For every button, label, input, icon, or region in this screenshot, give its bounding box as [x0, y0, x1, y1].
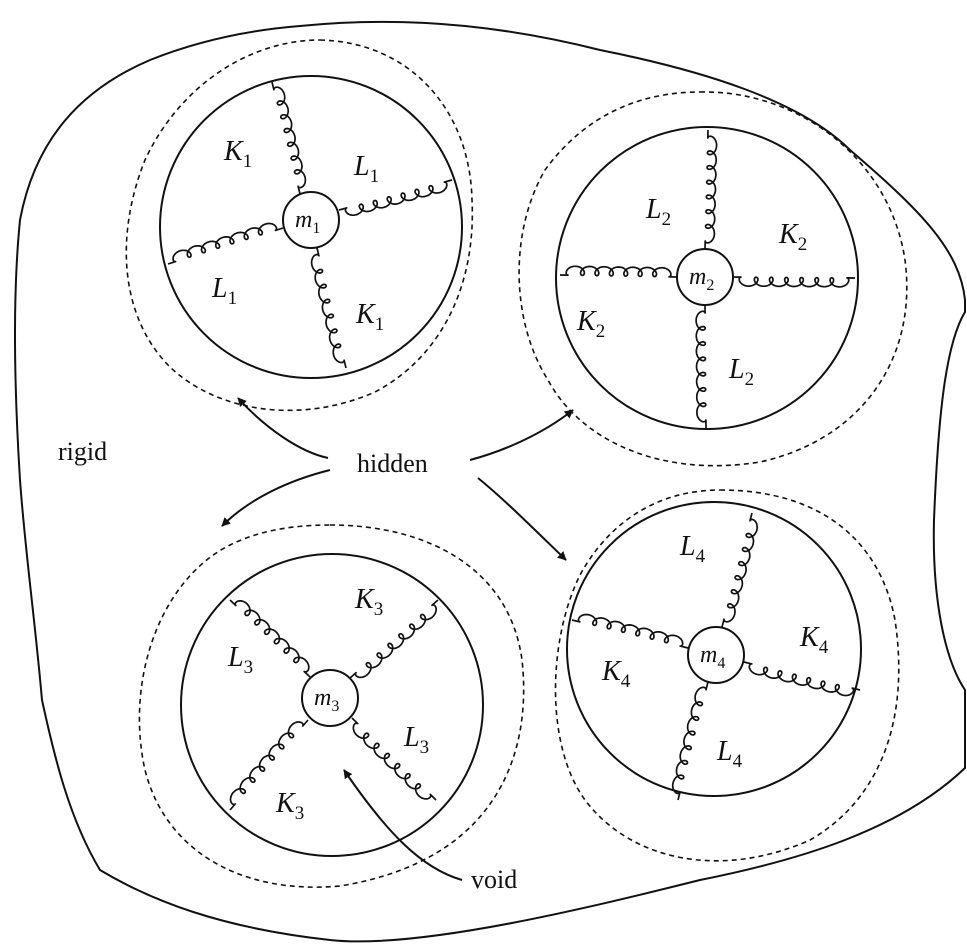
hidden-arrow-top-right [469, 409, 574, 461]
inclusion-circle-2 [555, 126, 859, 430]
spring-label-2-k-left: K2 [576, 306, 605, 342]
mass-1 [282, 191, 340, 249]
spring-label-4-k-left: K4 [601, 656, 631, 692]
spring-2-1 [704, 129, 718, 250]
mass-3 [301, 669, 359, 727]
mass-label-2: m2 [689, 264, 714, 294]
spring-2-4 [695, 304, 707, 429]
spring-label-4-l-lower: L4 [716, 736, 743, 772]
spring-label-2-l-upper: L2 [645, 194, 671, 230]
hidden-boundary-4 [554, 489, 900, 862]
spring-label-3-l-left: L3 [227, 642, 253, 678]
spring-label-2-l-lower: L2 [728, 354, 754, 390]
spring-label-4-k-right: K4 [799, 622, 829, 658]
void-label: void [471, 865, 517, 894]
rigid-label: rigid [58, 437, 107, 466]
spring-1-3 [167, 222, 284, 265]
spring-3-2 [229, 599, 311, 678]
rigid-outer-boundary [14, 20, 966, 943]
spring-2-3 [559, 265, 678, 278]
spring-label-3-k-upper: K3 [354, 584, 383, 620]
inclusion-circle-1 [159, 75, 463, 379]
spring-2-2 [732, 276, 856, 288]
hidden-arrow-top-left [237, 397, 329, 459]
spring-1-2 [338, 179, 453, 217]
void-arrow [343, 769, 463, 881]
spring-label-4-l-upper: L4 [679, 531, 706, 567]
hidden-boundary-2 [518, 91, 908, 467]
inclusion-circle-3 [180, 553, 484, 857]
spring-label-1-l-left: L1 [211, 273, 237, 309]
spring-label-3-k-lower: K3 [275, 788, 304, 824]
spring-4-4 [671, 681, 709, 801]
hidden-label: hidden [357, 449, 428, 478]
mass-4 [687, 626, 745, 684]
spring-3-1 [349, 599, 439, 679]
springs-layer [167, 81, 861, 811]
spring-3-4 [229, 719, 309, 811]
spring-4-2 [743, 661, 861, 697]
hidden-boundary-1 [125, 39, 474, 412]
mass-label-3: m3 [314, 685, 339, 715]
spring-label-2-k-right: K2 [778, 219, 807, 255]
spring-3-3 [351, 717, 437, 801]
spring-label-3-l-right: L3 [403, 722, 429, 758]
spring-1-1 [271, 81, 307, 195]
spring-label-1-l-right: L1 [353, 151, 379, 187]
spring-4-3 [571, 613, 689, 649]
spring-4-1 [721, 512, 759, 628]
spring-label-1-k-lower: K1 [355, 299, 384, 335]
hidden-arrow-bottom-right [477, 477, 567, 561]
inclusion-circle-4 [566, 501, 862, 797]
mass-label-1: m1 [295, 207, 320, 237]
spring-1-4 [310, 247, 347, 369]
hidden-boundary-3 [138, 524, 525, 888]
mass-label-4: m4 [700, 642, 725, 672]
spring-label-1-k-upper: K1 [223, 136, 252, 172]
hidden-arrow-bottom-left [221, 469, 331, 527]
